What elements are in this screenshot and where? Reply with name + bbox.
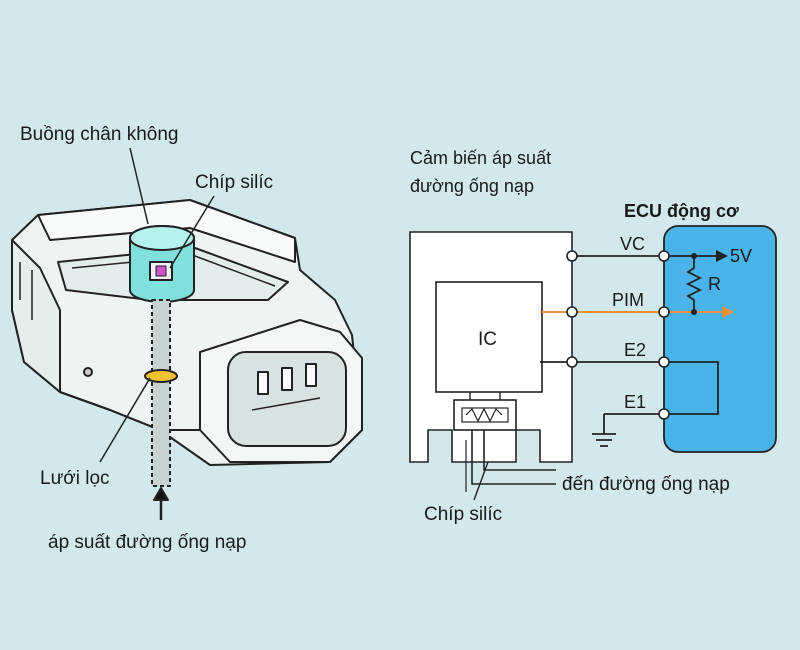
label-silicon-chip: Chíp silíc <box>195 172 273 193</box>
label-pin-vc: VC <box>620 234 645 254</box>
terminal-pim-sensor <box>566 306 578 318</box>
label-pin-e2: E2 <box>624 340 646 360</box>
terminal-e2-ecu <box>658 356 670 368</box>
label-sensor-title-2: đường ống nạp <box>410 176 534 196</box>
connector-pin <box>281 367 293 391</box>
label-filter: Lưới lọc <box>40 468 110 489</box>
connector-opening <box>227 351 347 447</box>
map-sensor-illustration <box>11 147 363 520</box>
pressure-tube <box>151 299 171 487</box>
label-manifold-pressure: áp suất đường ống nạp <box>48 532 246 553</box>
terminal-e1-ecu <box>658 408 670 420</box>
filter-ring <box>144 369 178 383</box>
circuit-wires <box>540 255 720 447</box>
label-chip-bottom: Chíp silíc <box>424 504 502 525</box>
label-vacuum-chamber: Buồng chân không <box>20 124 178 145</box>
label-voltage: 5V <box>730 246 752 266</box>
sensor-lid <box>37 199 296 263</box>
label-to-manifold: đến đường ống nạp <box>562 474 730 495</box>
label-sensor-title-1: Cảm biến áp suất <box>410 148 551 168</box>
terminal-vc-ecu <box>658 250 670 262</box>
label-resistor: R <box>708 274 721 294</box>
resistor-r <box>685 256 703 312</box>
label-pin-e1: E1 <box>624 392 646 412</box>
connector-pin <box>257 371 269 395</box>
terminal-e2-sensor <box>566 356 578 368</box>
label-ic: IC <box>478 329 497 350</box>
label-ecu-title: ECU động cơ <box>624 201 739 221</box>
ic-box <box>435 281 543 393</box>
label-pin-pim: PIM <box>612 290 644 310</box>
terminals <box>566 250 670 420</box>
connector-pin <box>305 363 317 387</box>
terminal-pim-ecu <box>658 306 670 318</box>
manifold-tube <box>471 430 556 485</box>
terminal-vc-sensor <box>566 250 578 262</box>
chip-element <box>453 399 517 431</box>
